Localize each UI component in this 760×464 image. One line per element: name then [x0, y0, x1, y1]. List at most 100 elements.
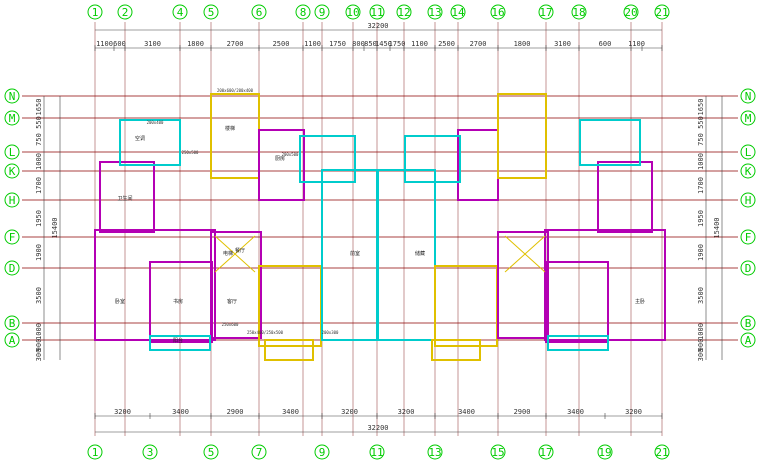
- axis-bubble-bottom-5: [203, 444, 219, 460]
- axis-bubble-top-14: [450, 4, 466, 20]
- axis-label-top-9: 9: [319, 6, 326, 19]
- right-dim-4: 1700: [697, 177, 705, 194]
- top-dim-5: 2500: [273, 40, 290, 48]
- axis-bubble-right-H: [740, 192, 756, 208]
- axis-bubble-right-K: [740, 163, 756, 179]
- axis-label-left-L: L: [9, 146, 16, 159]
- axis-bubble-left-A: [4, 332, 20, 348]
- axis-label-top-17: 17: [539, 6, 552, 19]
- axis-label-bottom-9: 9: [319, 446, 326, 459]
- axis-label-left-A: A: [9, 334, 16, 347]
- axis-bubble-top-13: [427, 4, 443, 20]
- bottom-dim-9: 3200: [625, 408, 642, 416]
- room-label-3: 餐厅: [235, 247, 245, 254]
- axis-label-bottom-19: 19: [598, 446, 611, 459]
- axis-label-top-6: 6: [256, 6, 263, 19]
- axis-bubble-top-12: [396, 4, 412, 20]
- right-dim-8: 1000: [697, 323, 705, 340]
- wall-stair-left: [210, 93, 260, 179]
- axis-bubble-top-5: [203, 4, 219, 20]
- top-dim-7: 1750: [329, 40, 346, 48]
- left-dim-2: 750: [35, 133, 43, 146]
- room-label-12: 储藏: [415, 250, 425, 257]
- top-dim-4: 2700: [227, 40, 244, 48]
- axis-label-right-A: A: [745, 334, 752, 347]
- axis-bubble-left-N: [4, 88, 20, 104]
- axis-bubble-right-D: [740, 260, 756, 276]
- room-label-9: 电梯: [223, 250, 233, 257]
- wall-left-ac: [119, 119, 181, 166]
- axis-label-bottom-17: 17: [539, 446, 552, 459]
- axis-bubble-left-B: [4, 315, 20, 331]
- axis-bubble-top-16: [490, 4, 506, 20]
- bottom-dim-1: 3400: [172, 408, 189, 416]
- room-label-5: 卫生间: [117, 195, 132, 202]
- beam-label-2: 200x500: [282, 152, 299, 157]
- axis-bubble-bottom-11: [369, 444, 385, 460]
- room-labels: 卧室书房客厅餐厅厨房卫生间阳台主卧前室电梯楼梯空调储藏200x400250x50…: [115, 88, 645, 344]
- axis-bubble-top-2: [117, 4, 133, 20]
- top-dim-6: 1100: [304, 40, 321, 48]
- wall-right-balcony: [547, 335, 609, 351]
- top-dim-9: 850: [364, 40, 377, 48]
- axis-bubble-left-M: [4, 110, 20, 126]
- axis-label-bottom-1: 1: [92, 446, 99, 459]
- beam-label-4: 200x300: [322, 330, 339, 335]
- wall-elevator-right: [497, 231, 549, 339]
- axis-label-top-5: 5: [208, 6, 215, 19]
- top-dim-10: 1450: [375, 40, 392, 48]
- axis-bubble-left-L: [4, 144, 20, 160]
- axis-bubble-top-9: [314, 4, 330, 20]
- axis-label-top-2: 2: [122, 6, 129, 19]
- top-dim-17: 600: [599, 40, 612, 48]
- right-dim-3: 1000: [697, 153, 705, 170]
- wall-left-living: [94, 229, 216, 341]
- wall-left-kitchen: [258, 129, 305, 201]
- wall-right-kitchen: [457, 129, 499, 201]
- axis-bubble-top-18: [571, 4, 587, 20]
- axis-label-top-8: 8: [300, 6, 307, 19]
- axis-label-right-N: N: [745, 90, 752, 103]
- left-dim-4: 1700: [35, 177, 43, 194]
- elevator-cross-b-0: [214, 235, 256, 273]
- axis-label-left-M: M: [9, 112, 16, 125]
- bottom-dim-8: 3400: [567, 408, 584, 416]
- axis-label-bottom-7: 7: [256, 446, 263, 459]
- axis-bubble-right-F: [740, 229, 756, 245]
- left-dim-8: 1000: [35, 323, 43, 340]
- bottom-dim-7: 2900: [514, 408, 531, 416]
- top-dim-2: 3100: [144, 40, 161, 48]
- axis-bubble-top-17: [538, 4, 554, 20]
- axis-bubble-bottom-9: [314, 444, 330, 460]
- top-dim-3: 1800: [187, 40, 204, 48]
- bottom-dim-5: 3200: [398, 408, 415, 416]
- axis-bubble-top-21: [654, 4, 670, 20]
- room-label-0: 卧室: [115, 298, 125, 305]
- axis-label-top-14: 14: [451, 6, 465, 19]
- axis-bubble-right-A: [740, 332, 756, 348]
- room-label-10: 楼梯: [225, 125, 235, 132]
- room-label-4: 厨房: [275, 155, 285, 162]
- beam-label-0: 200x400: [147, 120, 164, 125]
- axis-label-top-11: 11: [370, 6, 383, 19]
- beam-label-1: 250x500: [182, 150, 199, 155]
- bottom-dim-3: 3400: [282, 408, 299, 416]
- axis-bubble-left-F: [4, 229, 20, 245]
- axis-label-top-10: 10: [346, 6, 359, 19]
- axis-bubble-top-6: [251, 4, 267, 20]
- axis-bubble-right-N: [740, 88, 756, 104]
- axis-label-left-B: B: [9, 317, 16, 330]
- axis-label-right-H: H: [745, 194, 752, 207]
- beam-label-3: 250x600: [222, 322, 239, 327]
- top-dim-16: 3100: [554, 40, 571, 48]
- axis-label-right-M: M: [745, 112, 752, 125]
- axis-bubble-right-B: [740, 315, 756, 331]
- wall-right-bath: [597, 161, 653, 233]
- axis-bubble-bottom-7: [251, 444, 267, 460]
- left-dim-5: 1950: [35, 210, 43, 227]
- axis-bubble-top-1: [87, 4, 103, 20]
- wall-left-balcony2: [264, 339, 314, 361]
- axis-bubble-bottom-13: [427, 444, 443, 460]
